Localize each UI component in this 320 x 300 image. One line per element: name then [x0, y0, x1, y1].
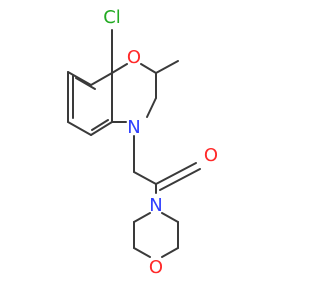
molecule-canvas: Cl O N O N O [67, 7, 219, 278]
atom-label-chlorine: Cl [103, 7, 121, 28]
atom-label-morpholine-oxygen: O [149, 257, 163, 278]
bond [133, 247, 151, 258]
bond [161, 247, 179, 258]
bond [146, 97, 157, 118]
bond [155, 60, 179, 74]
bond [67, 121, 92, 136]
bond [75, 77, 96, 90]
bond [155, 162, 197, 185]
atom-label-morpholine-nitrogen: N [149, 195, 162, 216]
bond [90, 121, 113, 136]
bond [111, 63, 128, 74]
atom-label-ring-oxygen: O [127, 47, 141, 68]
bond [133, 212, 151, 223]
bond [161, 212, 179, 223]
bond [90, 72, 113, 86]
atom-label-carbonyl-oxygen: O [204, 145, 218, 166]
bond [133, 171, 157, 185]
bond [91, 119, 109, 131]
molecular-structure-diagram: Cl O N O N O [67, 7, 218, 278]
bond [159, 168, 201, 191]
bond [67, 71, 92, 86]
atom-label-ring-nitrogen: N [127, 117, 140, 138]
bond [140, 63, 157, 74]
